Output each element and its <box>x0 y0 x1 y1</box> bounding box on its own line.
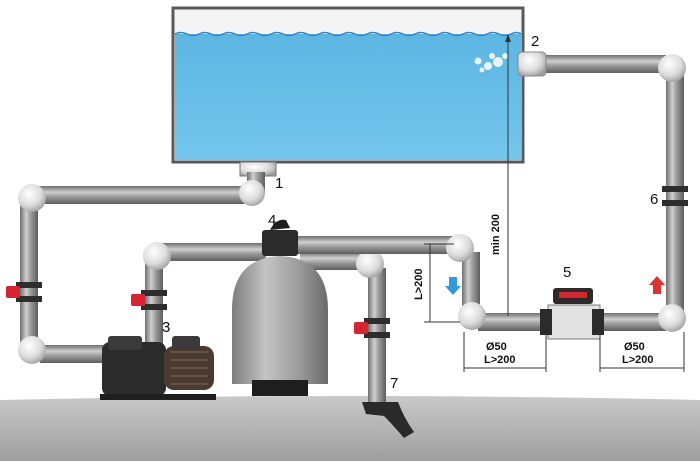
ground <box>0 396 700 461</box>
pump <box>100 336 216 400</box>
water-waves <box>174 31 522 37</box>
pool-tank <box>171 6 525 164</box>
drain-pipe <box>362 402 414 438</box>
elbow-return-top <box>658 54 686 82</box>
return-pipe <box>517 51 686 332</box>
suction-pipe <box>18 172 265 364</box>
red-valve-icon <box>6 286 368 334</box>
arrow-down-icon <box>445 277 461 295</box>
pool-water <box>175 34 521 160</box>
label-chlorinator: 5 <box>563 264 571 281</box>
drop-length-label: L>200 <box>413 269 425 301</box>
right-diameter-label: Ø50 <box>624 341 645 353</box>
filter-outlet-pipe <box>290 234 548 331</box>
label-return-inlet: 2 <box>531 33 539 50</box>
elbow-return-bottom <box>658 304 686 332</box>
min-height-label: min 200 <box>490 214 502 255</box>
elbow-bottom-left <box>18 336 46 364</box>
label-skimmer: 1 <box>275 175 283 192</box>
elbow-skimmer <box>239 180 265 206</box>
min-height-dimension <box>505 34 511 316</box>
drop-dimension <box>424 243 460 323</box>
return-bubbles <box>474 53 508 73</box>
elbow-pump-riser <box>143 242 171 270</box>
sand-filter <box>232 219 328 396</box>
chlorinator <box>540 288 604 340</box>
elbow-top-left <box>18 184 46 212</box>
left-diameter-label: Ø50 <box>486 341 507 353</box>
label-pump: 3 <box>162 319 170 336</box>
left-length-label: L>200 <box>484 354 516 366</box>
elbow-filter-outlet <box>446 234 474 262</box>
left-length-dimension <box>463 332 547 372</box>
right-length-dimension <box>599 332 685 372</box>
elbow-drain <box>356 250 384 278</box>
arrow-up-icon <box>649 276 665 294</box>
label-drain: 7 <box>390 375 398 392</box>
pipe-unions <box>16 186 688 338</box>
return-inlet-fitting <box>517 51 547 77</box>
right-length-label: L>200 <box>622 354 654 366</box>
label-return-pipe: 6 <box>650 191 658 208</box>
label-filter: 4 <box>268 212 276 229</box>
elbow-chlorinator-left <box>458 302 486 330</box>
